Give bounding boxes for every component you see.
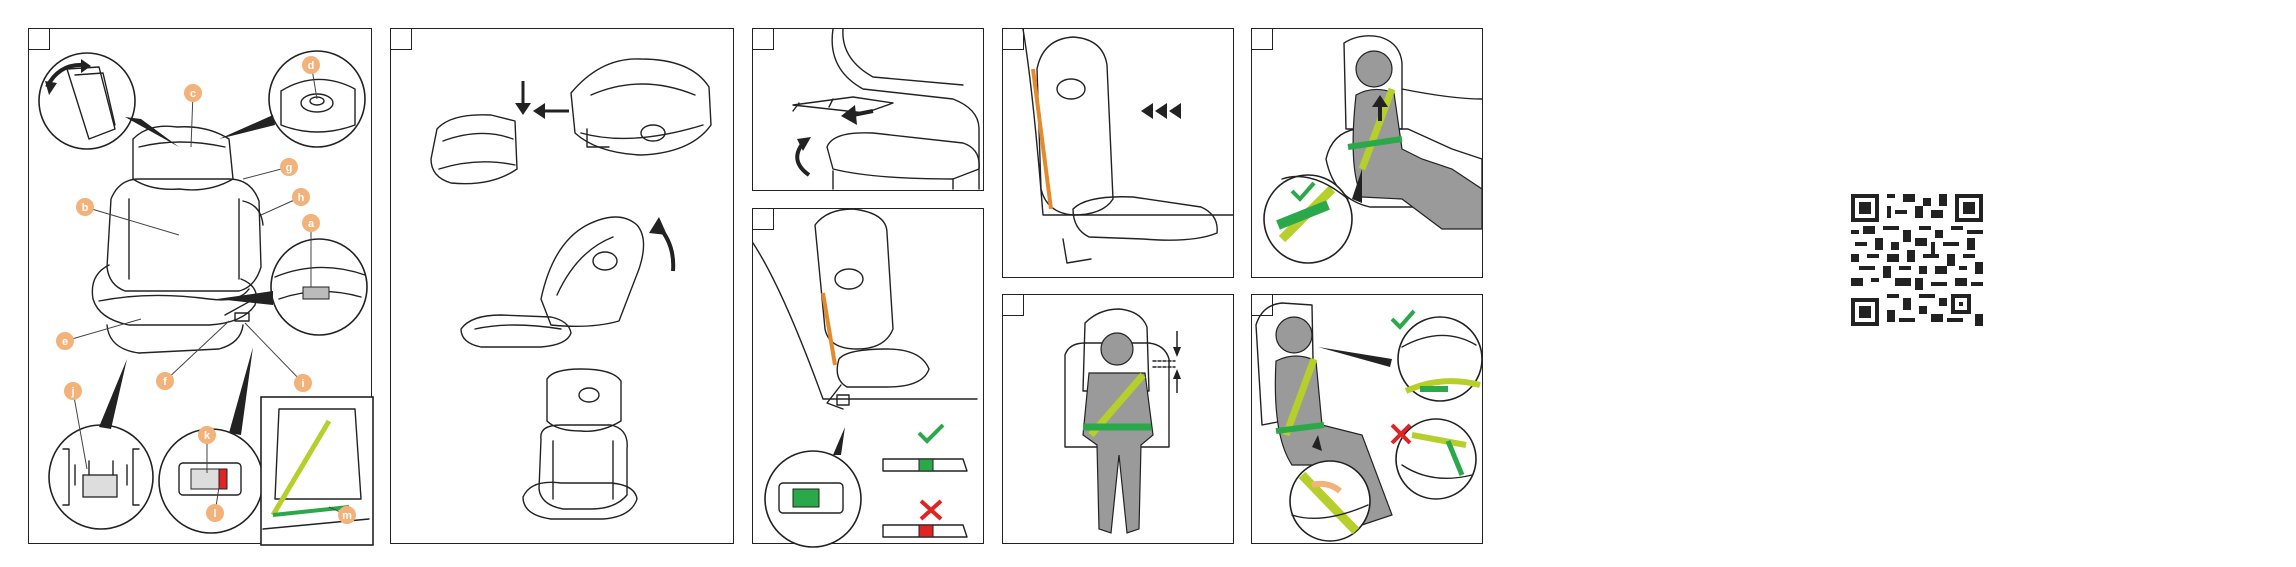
panel-lap-belt-check [1251, 294, 1483, 544]
panel-headrest-height [1002, 294, 1234, 544]
svg-text:a: a [308, 218, 315, 230]
child-head [1356, 51, 1392, 87]
backrest [107, 179, 261, 291]
cross-icon [921, 501, 941, 519]
panel-isofix-extend [752, 28, 984, 191]
svg-text:d: d [308, 60, 315, 72]
parts-diagram: d c g h b a e f i j k l m [29, 29, 373, 545]
svg-text:j: j [70, 386, 74, 398]
panel-unfold-seat [390, 28, 734, 544]
svg-text:l: l [213, 508, 216, 520]
zoom-circle-incorrect [1396, 419, 1476, 499]
panel-vehicle-isofix-indicator [752, 208, 984, 544]
svg-text:e: e [62, 336, 68, 348]
check-icon [919, 425, 943, 441]
qr-code [1851, 194, 1983, 326]
svg-text:m: m [342, 510, 352, 522]
push-back-diagram [1003, 29, 1235, 279]
child-body [1083, 373, 1153, 533]
panel-push-back [1002, 28, 1234, 278]
svg-text:c: c [190, 88, 196, 100]
svg-text:k: k [204, 430, 211, 442]
triple-left-arrow-icon [1141, 103, 1181, 119]
child-head [1276, 317, 1312, 353]
svg-text:g: g [286, 162, 293, 174]
svg-text:h: h [298, 192, 305, 204]
isofix-diagram [753, 29, 985, 192]
headrest-height-diagram [1003, 295, 1235, 545]
child-head [1101, 333, 1133, 365]
isofix-indicator-diagram [753, 209, 985, 545]
diagonal-belt-diagram [1252, 29, 1484, 279]
svg-text:b: b [82, 202, 89, 214]
unfold-diagram [391, 29, 735, 545]
panel-diagonal-belt-guide [1251, 28, 1483, 278]
svg-text:i: i [301, 378, 304, 390]
lap-belt-diagram [1252, 295, 1484, 545]
headrest [133, 126, 233, 190]
svg-text:f: f [163, 376, 167, 388]
panel-parts-overview: d c g h b a e f i j k l m [28, 28, 372, 544]
check-icon [1392, 311, 1414, 327]
child-body [1353, 89, 1482, 229]
